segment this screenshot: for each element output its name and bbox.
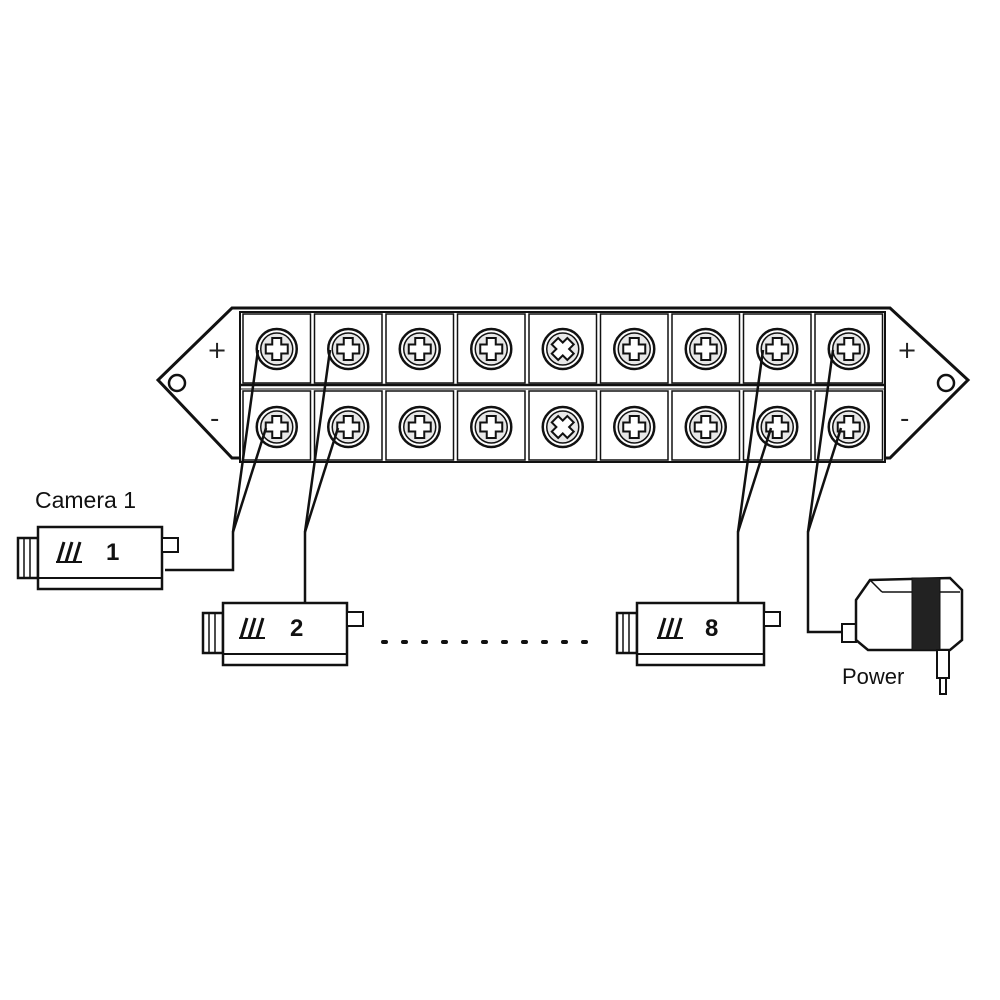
screw-plus-icon	[684, 327, 727, 371]
camera-2-logo-icon	[239, 617, 265, 639]
screw-plus-icon	[255, 405, 298, 449]
camera-1-number: 1	[106, 539, 119, 566]
screw-plus-icon	[827, 405, 870, 449]
camera-1: Camera 1 1	[16, 487, 179, 591]
camera-1-connector	[161, 537, 179, 553]
minus-label-right: -	[900, 404, 909, 434]
wire-camera-8-minus	[736, 427, 773, 533]
terminal-block: + - + -	[155, 306, 971, 463]
mounting-hole-left-icon	[167, 373, 187, 393]
terminal-cell	[313, 313, 383, 384]
camera-1-logo-icon	[56, 541, 82, 563]
screw-plus-icon	[327, 405, 370, 449]
screw-x-icon	[541, 405, 584, 449]
terminal-cell	[528, 390, 598, 461]
camera-1-label: Camera 1	[35, 487, 136, 513]
screw-plus-icon	[470, 405, 513, 449]
camera-2-number: 2	[290, 615, 303, 642]
camera-8: 8	[615, 601, 781, 667]
mounting-hole-right-icon	[936, 373, 956, 393]
screw-plus-icon	[756, 327, 799, 371]
wire-power-plus	[806, 349, 848, 634]
camera-2-connector	[346, 611, 364, 627]
screw-plus-icon	[398, 405, 441, 449]
wire-camera-1-plus	[165, 349, 260, 572]
camera-1-lens	[16, 536, 40, 580]
camera-8-lens	[615, 611, 639, 655]
terminal-cells	[242, 313, 884, 461]
screw-x-icon	[541, 327, 584, 371]
minus-label-left: -	[210, 404, 219, 434]
power-adapter: Power	[841, 576, 964, 695]
wire-power-minus	[806, 427, 843, 533]
power-adapter-cable-plug	[841, 623, 857, 643]
plus-label-left: +	[207, 336, 227, 364]
camera-8-logo-icon	[657, 617, 683, 639]
camera-8-body	[635, 601, 766, 667]
power-adapter-body	[854, 576, 964, 652]
power-adapter-band	[911, 577, 941, 651]
camera-2-lens	[201, 611, 225, 655]
screw-plus-icon	[756, 405, 799, 449]
plus-label-right: +	[897, 336, 917, 364]
terminal-cell	[456, 390, 526, 461]
screw-plus-icon	[398, 327, 441, 371]
camera-8-connector	[763, 611, 781, 627]
wire-camera-2-minus	[303, 427, 340, 533]
wire-camera-1-minus	[231, 427, 268, 533]
screw-plus-icon	[827, 327, 870, 371]
screw-plus-icon	[684, 405, 727, 449]
wires	[165, 349, 848, 634]
camera-2: 2	[201, 601, 364, 667]
screw-plus-icon	[470, 327, 513, 371]
power-label: Power	[842, 664, 904, 689]
screw-plus-icon	[613, 405, 656, 449]
camera-8-number: 8	[705, 615, 718, 642]
camera-1-body	[36, 525, 164, 591]
screw-plus-icon	[255, 327, 298, 371]
power-adapter-prong	[936, 649, 950, 679]
screw-plus-icon	[613, 327, 656, 371]
power-adapter-pin	[939, 677, 947, 695]
screw-plus-icon	[327, 327, 370, 371]
